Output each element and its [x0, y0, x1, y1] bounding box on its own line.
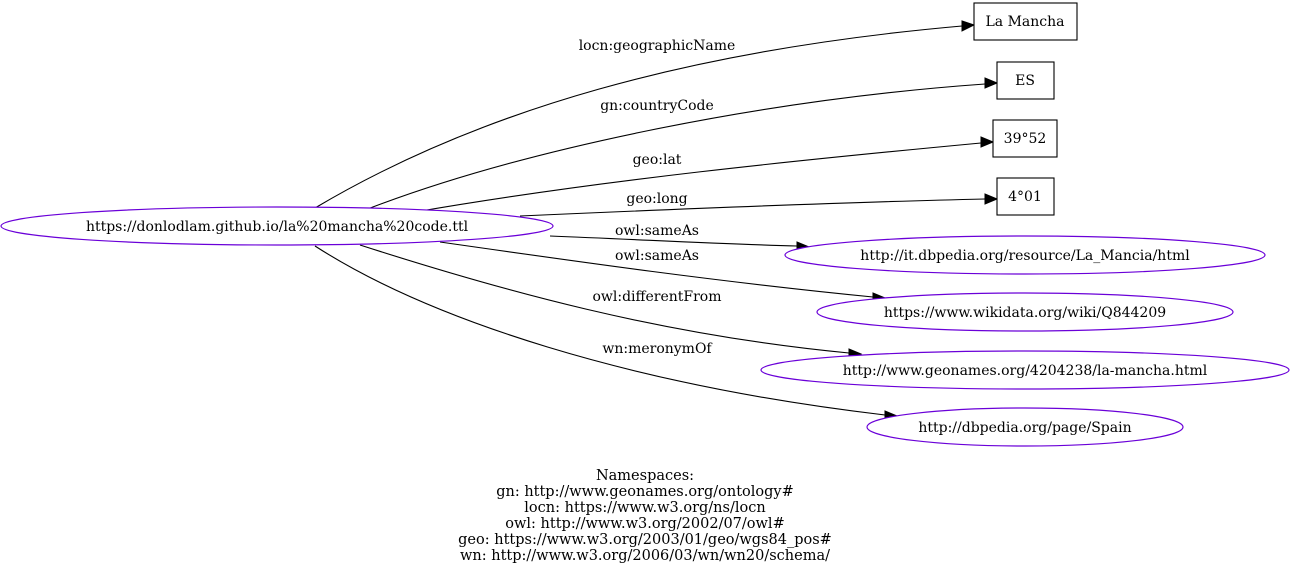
edge-label: gn:countryCode — [600, 98, 714, 114]
literal-node-lat[interactable]: 39°52 — [992, 119, 1058, 158]
edge-country-code — [364, 83, 986, 211]
literal-node-country-code[interactable]: ES — [996, 61, 1055, 100]
arrowhead — [961, 20, 976, 32]
uri-node-label: http://it.dbpedia.org/resource/La_Mancia… — [860, 248, 1190, 264]
edge-same-as-wikidata — [439, 241, 874, 298]
edge-label: owl:differentFrom — [592, 289, 721, 305]
literal-node-label: La Mancha — [986, 14, 1065, 30]
edge-label: geo:lat — [633, 152, 682, 168]
uri-node-label: https://www.wikidata.org/wiki/Q844209 — [884, 305, 1166, 321]
literal-node-label: 39°52 — [1004, 131, 1047, 147]
edge-different-from — [359, 244, 850, 354]
namespace-line: locn: https://www.w3.org/ns/locn — [524, 500, 765, 516]
edge-geographic-name — [314, 25, 963, 209]
namespace-line: geo: https://www.w3.org/2003/01/geo/wgs8… — [458, 532, 832, 548]
namespace-line: gn: http://www.geonames.org/ontology# — [496, 484, 794, 500]
edge-label: geo:long — [626, 191, 687, 207]
uri-node-label: http://dbpedia.org/page/Spain — [918, 420, 1131, 436]
literal-node-label: ES — [1015, 73, 1035, 89]
edge-long — [519, 198, 986, 217]
arrowhead — [984, 193, 999, 205]
namespaces-legend: Namespaces: gn: http://www.geonames.org/… — [458, 468, 832, 564]
namespace-line: owl: http://www.w3.org/2002/07/owl# — [505, 516, 784, 532]
edge-label: owl:sameAs — [615, 223, 699, 239]
namespaces-title: Namespaces: — [596, 468, 694, 484]
literal-node-long[interactable]: 4°01 — [996, 177, 1055, 216]
literal-node-la-mancha[interactable]: La Mancha — [973, 2, 1078, 41]
edge-same-as-dbpedia — [549, 235, 798, 247]
namespace-line: wn: http://www.w3.org/2006/03/wn/wn20/sc… — [460, 548, 830, 564]
uri-node-dbpedia-spain[interactable]: http://dbpedia.org/page/Spain — [866, 407, 1184, 447]
subject-node-label: https://donlodlam.github.io/la%20mancha%… — [86, 219, 469, 235]
edge-label: wn:meronymOf — [602, 341, 713, 357]
literal-node-label: 4°01 — [1008, 189, 1042, 205]
edge-label: owl:sameAs — [615, 248, 699, 264]
uri-node-label: http://www.geonames.org/4204238/la-manch… — [843, 363, 1208, 379]
uri-node-wikidata[interactable]: https://www.wikidata.org/wiki/Q844209 — [816, 292, 1234, 332]
edge-labels: locn:geographicName gn:countryCode geo:l… — [579, 38, 736, 357]
edge-lat — [414, 142, 982, 213]
edge-meronym-of — [314, 245, 886, 416]
arrowhead — [984, 77, 999, 89]
uri-node-geonames[interactable]: http://www.geonames.org/4204238/la-manch… — [760, 350, 1290, 390]
edge-label: locn:geographicName — [579, 38, 736, 54]
uri-node-it-dbpedia[interactable]: http://it.dbpedia.org/resource/La_Mancia… — [784, 235, 1266, 275]
subject-node[interactable]: https://donlodlam.github.io/la%20mancha%… — [0, 206, 554, 246]
arrowhead — [980, 136, 995, 148]
